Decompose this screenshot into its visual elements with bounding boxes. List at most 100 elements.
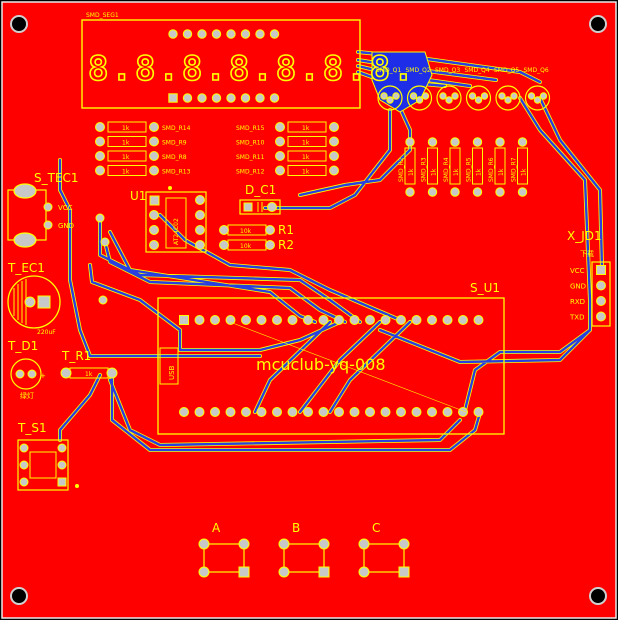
pad — [240, 93, 251, 103]
u1-pin — [149, 225, 159, 235]
dc1-body — [239, 199, 281, 215]
u1-outline — [145, 191, 207, 253]
resistor-label: SMD_R7 — [511, 157, 518, 182]
pad — [392, 92, 400, 100]
resistor-value: 1k — [122, 140, 130, 147]
tec1-pad — [24, 296, 36, 308]
dc1-symbol — [257, 202, 263, 212]
dc1-pad — [267, 202, 277, 212]
ts1-pad — [19, 477, 29, 487]
pad — [380, 407, 391, 417]
r1-pad — [219, 225, 229, 235]
pad — [272, 315, 282, 325]
pad — [287, 407, 298, 417]
pad — [318, 566, 330, 578]
pad — [334, 315, 344, 325]
pad — [411, 315, 422, 325]
pad — [318, 407, 329, 417]
pad — [275, 151, 285, 161]
pad — [596, 280, 606, 291]
pad — [458, 407, 468, 417]
su1-usb-outline — [159, 347, 179, 385]
resistor-value: 1k — [302, 140, 310, 147]
pad — [396, 407, 406, 417]
u1-pin — [149, 210, 159, 220]
stec1-connector: S_TEC1 VCC GND — [7, 171, 79, 248]
pad — [596, 296, 606, 306]
u1-pin — [195, 195, 205, 205]
ts1-outline — [17, 439, 69, 491]
pad — [450, 187, 460, 197]
td1-pad — [27, 369, 37, 379]
transistor-outline — [495, 85, 521, 111]
transistor-label: SMD_Q4 — [465, 67, 490, 74]
pad — [411, 407, 422, 417]
pad — [278, 538, 290, 550]
ts1-pad — [19, 460, 29, 470]
tec1-outline — [7, 275, 61, 329]
pad — [149, 136, 159, 147]
pad — [211, 93, 222, 103]
pad — [334, 407, 344, 417]
stec1-pin-gnd — [43, 220, 53, 230]
r1-label: R1 — [278, 223, 294, 237]
pad — [318, 538, 330, 550]
pad — [365, 315, 375, 325]
resistor-value: 1k — [431, 168, 438, 176]
pad — [275, 122, 285, 132]
resistor-label: SMD_R12 — [236, 169, 265, 176]
transistor-label: SMD_Q6 — [524, 67, 549, 74]
pad — [168, 93, 178, 103]
u1-eeprom: U1 AT24C02 — [130, 186, 207, 253]
resistor-body — [449, 147, 461, 185]
pad — [473, 315, 484, 325]
resistor-value: 1k — [521, 168, 528, 176]
transistor-label: SMD_Q3 — [435, 67, 460, 74]
r1-value: 10k — [240, 228, 252, 235]
r1-resistor: 10k R1 — [219, 223, 294, 237]
pad — [95, 122, 105, 132]
r1-pad — [265, 225, 275, 235]
dc1-capacitor: D_C1 — [239, 183, 281, 215]
pad — [498, 92, 506, 100]
pad — [194, 407, 205, 417]
u1-part: AT24C02 — [173, 218, 180, 245]
ts1-pad — [57, 443, 67, 453]
transistor-outline — [406, 85, 433, 111]
pad — [95, 165, 105, 176]
td1-plus: + — [40, 372, 46, 380]
pad — [241, 315, 251, 325]
xjd1-pin-label: VCC — [570, 267, 585, 275]
resistor-label: SMD_R15 — [236, 125, 265, 132]
resistor-value: 1k — [408, 168, 415, 176]
resistor-body — [107, 165, 147, 176]
pad — [210, 407, 220, 417]
pad — [533, 96, 542, 104]
transistor-label: SMD_Q5 — [494, 67, 519, 74]
seven-segment-display: SMD_SEG1 8.8.8.8.8.8.8. — [81, 12, 414, 109]
resistor-label: SMD_R3 — [421, 157, 428, 182]
u1-pin1-dot — [168, 186, 172, 190]
button-c-label: C — [372, 521, 380, 535]
pad — [182, 29, 193, 39]
pad — [149, 122, 159, 132]
resistor-value: 1k — [302, 169, 310, 176]
resistor-value: 1k — [498, 168, 505, 176]
pad — [510, 92, 518, 100]
pad — [504, 96, 512, 104]
su1-outline — [157, 297, 505, 435]
pad — [275, 136, 285, 147]
td1-pad — [15, 369, 25, 379]
button-outline — [283, 543, 325, 573]
u1-pin — [195, 210, 205, 220]
transistor-outline — [436, 85, 462, 111]
pad — [303, 315, 313, 325]
tec1-label: T_EC1 — [7, 261, 45, 275]
button-outline — [203, 543, 245, 573]
stec1-pad — [13, 183, 37, 199]
resistor-value: 1k — [302, 125, 310, 132]
pad — [95, 151, 105, 161]
pad — [149, 151, 159, 161]
